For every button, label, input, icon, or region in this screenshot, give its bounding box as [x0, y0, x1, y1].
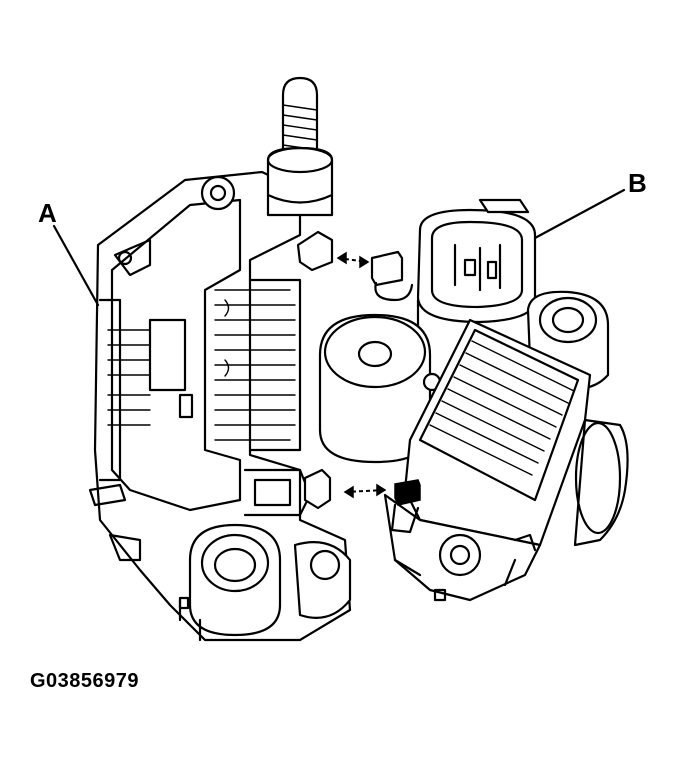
callout-label-a: A — [38, 198, 57, 228]
stud-bolt — [266, 76, 334, 272]
callout-leaders — [52, 188, 626, 307]
regulator-assembly — [318, 198, 629, 602]
figure-id: G03856979 — [30, 670, 140, 692]
callout-label-b: B — [628, 168, 647, 198]
rectifier-assembly — [88, 170, 352, 642]
connection-arrows — [336, 251, 387, 499]
